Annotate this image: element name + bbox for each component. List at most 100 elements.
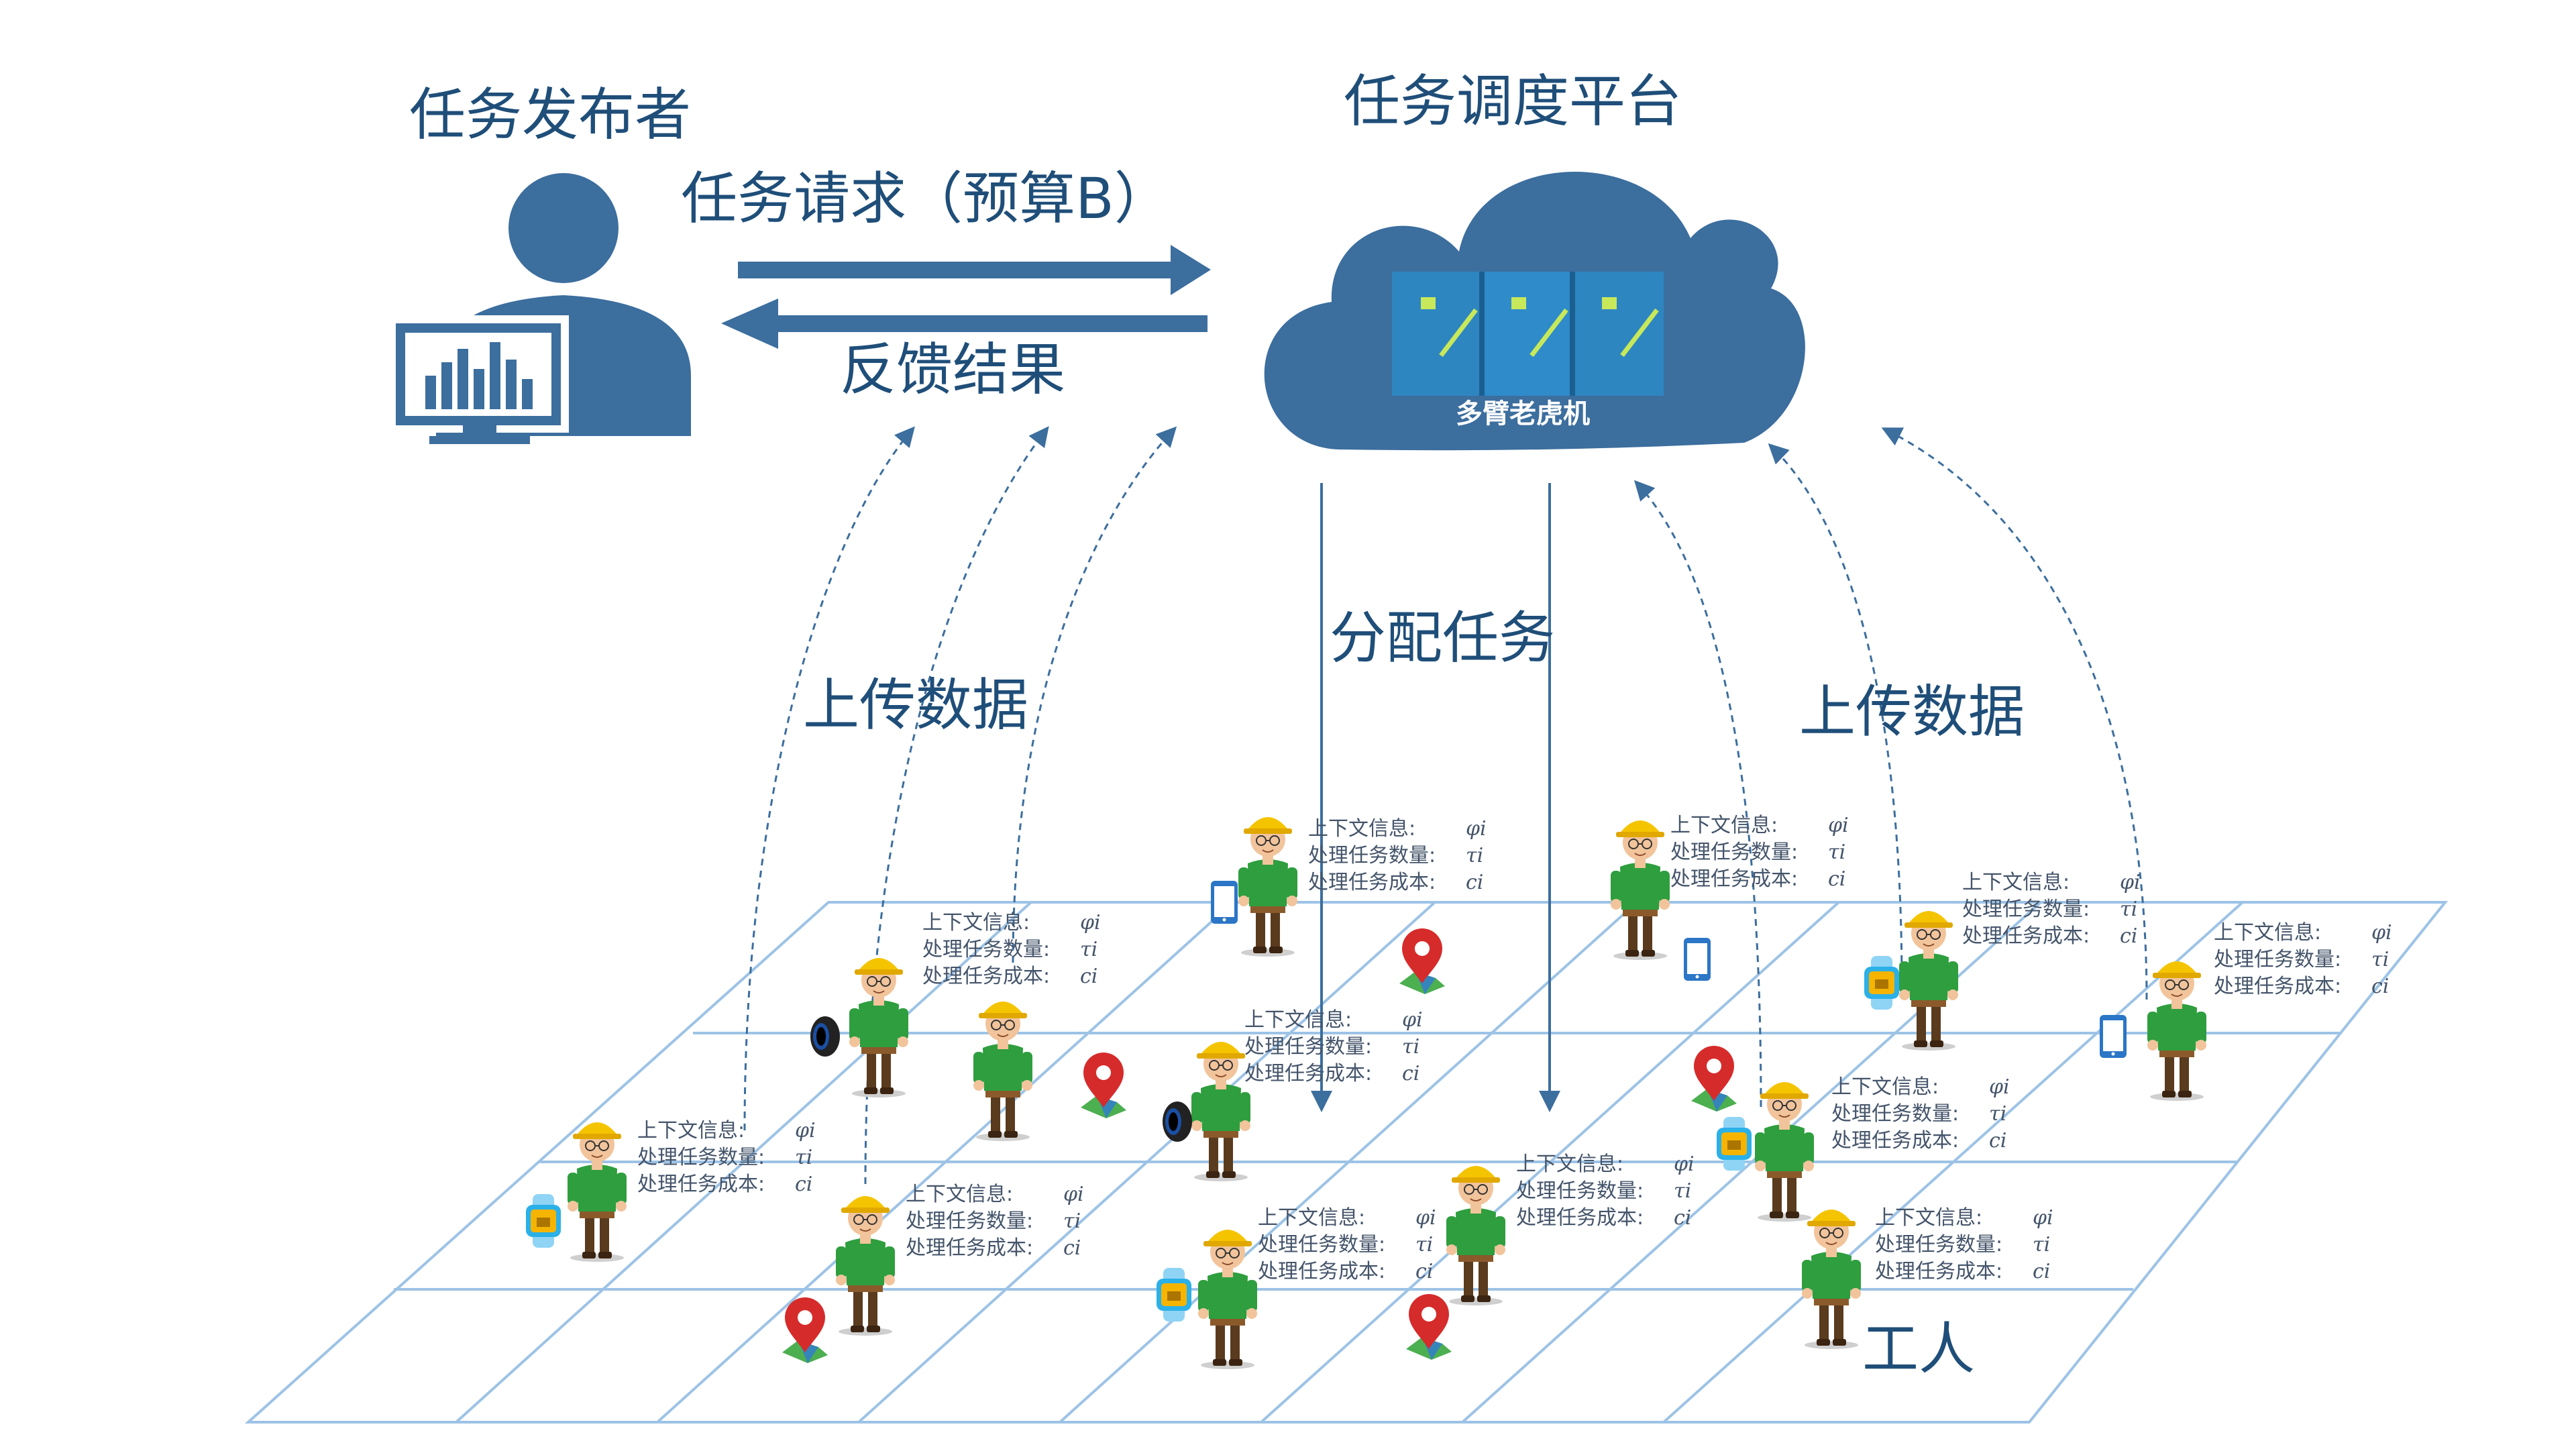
worker-info-count-symbol: τi	[1674, 1179, 1691, 1203]
worker-figure	[1191, 1041, 1251, 1182]
feedback-arrow	[721, 299, 1208, 349]
worker-info-count-symbol: τi	[2371, 948, 2389, 971]
worker-info-context-symbol: φi	[2120, 871, 2141, 894]
worker-info-cost-label: 处理任务成本:	[1516, 1206, 1644, 1230]
phone-icon	[1211, 881, 1238, 924]
worker-info-cost-label: 处理任务成本:	[922, 965, 1050, 988]
upload-label-right: 上传数据	[1799, 679, 2025, 745]
worker-info-count-symbol: τi	[1466, 844, 1483, 867]
worker-info-cost-symbol: ci	[2033, 1260, 2050, 1283]
worker-info-count-label: 处理任务数量:	[637, 1146, 765, 1169]
fitness-band-icon	[810, 1016, 840, 1057]
worker-info-count-symbol: τi	[1989, 1102, 2006, 1126]
worker-info-cost-symbol: ci	[2371, 975, 2389, 998]
worker-info-cost-label: 处理任务成本:	[1670, 867, 1798, 891]
worker-figure	[973, 1001, 1033, 1142]
worker-figure	[1446, 1165, 1506, 1306]
worker-info-count-label: 处理任务数量:	[906, 1210, 1033, 1233]
assign-arrows	[1311, 483, 1560, 1112]
worker-info-context-symbol: φi	[1080, 911, 1101, 934]
worker-info-context-symbol: φi	[1989, 1075, 2010, 1099]
workers-label: 工人	[1862, 1316, 1975, 1382]
worker-info-cost-symbol: ci	[1080, 965, 1097, 988]
worker-info-count-symbol: τi	[1828, 841, 1845, 864]
user-computer-icon	[388, 173, 691, 444]
worker-info-count-label: 处理任务数量:	[1962, 898, 2090, 921]
worker-info-count-label: 处理任务数量:	[1308, 844, 1436, 867]
worker-info-cost-symbol: ci	[1063, 1236, 1081, 1260]
worker-info-cost-label: 处理任务成本:	[1258, 1260, 1385, 1283]
worker-figure	[1610, 820, 1670, 961]
worker-info-context-label: 上下文信息:	[1308, 817, 1415, 841]
location-pin-icon	[1691, 1046, 1737, 1112]
worker-figure	[1754, 1081, 1815, 1222]
worker-info-count-label: 处理任务数量:	[1875, 1233, 2002, 1256]
upload-label-left: 上传数据	[803, 672, 1028, 738]
worker-info-context-label: 上下文信息:	[1244, 1008, 1352, 1032]
worker-info-context-symbol: φi	[1466, 817, 1487, 841]
worker-info-count-label: 处理任务数量:	[1258, 1233, 1385, 1256]
worker-info-count-label: 处理任务数量:	[1516, 1179, 1644, 1203]
smartwatch-icon	[1864, 956, 1899, 1010]
fitness-band-icon	[1163, 1102, 1192, 1142]
request-arrow	[738, 245, 1211, 295]
worker-info-context-symbol: φi	[1674, 1152, 1695, 1176]
upload-arrows	[743, 426, 2148, 1185]
platform-label: 任务调度平台	[1344, 68, 1682, 134]
worker-info-context-symbol: φi	[2033, 1206, 2053, 1230]
worker-info-count-symbol: τi	[2120, 898, 2137, 921]
worker-info-count-symbol: τi	[2033, 1233, 2050, 1256]
worker-info-context-label: 上下文信息:	[2214, 921, 2321, 945]
worker-figure	[1197, 1229, 1258, 1370]
worker-info-context-symbol: φi	[795, 1119, 816, 1142]
worker-info-context-label: 上下文信息:	[1962, 871, 2070, 894]
worker-info-cost-label: 处理任务成本:	[637, 1173, 765, 1196]
publisher-label: 任务发布者	[409, 82, 691, 148]
location-pin-icon	[782, 1297, 828, 1363]
smartwatch-icon	[526, 1194, 561, 1248]
worker-info-count-symbol: τi	[1415, 1233, 1433, 1256]
worker-figure	[1801, 1209, 1862, 1350]
worker-info-cost-symbol: ci	[1402, 1062, 1419, 1085]
worker-info-count-label: 处理任务数量:	[1831, 1102, 1959, 1126]
worker-info-count-symbol: τi	[795, 1146, 812, 1169]
location-pin-icon	[1406, 1294, 1452, 1360]
worker-info-cost-symbol: ci	[795, 1173, 812, 1196]
worker-info-cost-symbol: ci	[1828, 867, 1845, 891]
worker-info-context-label: 上下文信息:	[1670, 814, 1778, 837]
worker-info-cost-label: 处理任务成本:	[1831, 1129, 1959, 1152]
worker-info-cost-symbol: ci	[1989, 1129, 2006, 1152]
worker-info-context-symbol: φi	[2371, 921, 2392, 945]
smartwatch-icon	[1157, 1268, 1191, 1322]
feedback-label: 反馈结果	[840, 337, 1065, 402]
worker-info-cost-label: 处理任务成本:	[2214, 975, 2341, 998]
location-pin-icon	[1399, 928, 1445, 994]
phone-icon	[2100, 1015, 2127, 1058]
worker-info-context-label: 上下文信息:	[1516, 1152, 1623, 1176]
worker-figure	[849, 957, 909, 1098]
request-label: 任务请求（预算B）	[681, 166, 1171, 231]
worker-info-cost-label: 处理任务成本:	[1875, 1260, 2002, 1283]
worker-info-count-symbol: τi	[1080, 938, 1097, 961]
worker-info-cost-label: 处理任务成本:	[1244, 1062, 1372, 1085]
location-pin-icon	[1081, 1053, 1126, 1118]
worker-info-count-symbol: τi	[1402, 1035, 1419, 1059]
worker-info-context-symbol: φi	[1063, 1183, 1084, 1206]
server-rack	[1392, 272, 1664, 396]
worker-info-cost-label: 处理任务成本:	[906, 1236, 1033, 1260]
assign-label: 分配任务	[1330, 605, 1555, 671]
worker-info-context-label: 上下文信息:	[1258, 1206, 1365, 1230]
worker-info-count-label: 处理任务数量:	[1244, 1035, 1372, 1059]
worker-info-count-symbol: τi	[1063, 1210, 1081, 1233]
